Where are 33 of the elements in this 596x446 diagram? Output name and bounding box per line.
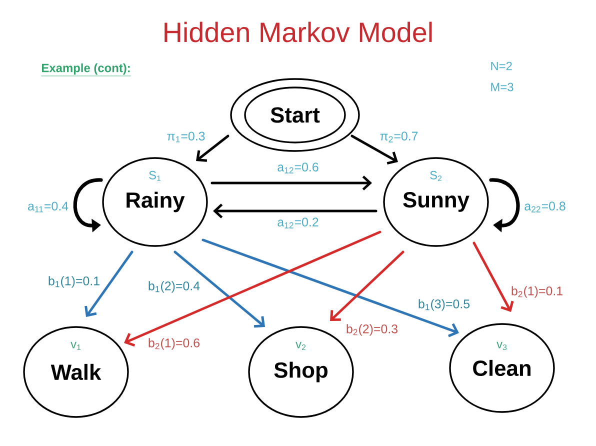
edge-label: π$_{2}$=0.7: [378, 130, 420, 144]
node-label: v$_{3}$: [496, 342, 507, 350]
self-loop-arrow: [489, 178, 520, 232]
edge-label: b$_{1}$(3)=0.5: [416, 298, 472, 312]
edge-label: b$_{1}$(2)=0.4: [146, 280, 202, 294]
edge-label: b$_{2}$(1)=0.6: [146, 337, 202, 351]
edge-label: π$_{1}$=0.3: [166, 130, 206, 144]
arrow: [202, 238, 459, 338]
edge-label: b$_{2}$(1)=0.1: [510, 285, 564, 299]
arrow: [196, 134, 230, 162]
edge-label: a$_{22}$=0.8: [523, 200, 567, 214]
arrow: [213, 204, 378, 218]
edge-label: b$_{1}$(1)=0.1: [46, 275, 102, 289]
section-heading: Example (cont):: [41, 63, 132, 76]
node-label: S$_{2}$: [430, 170, 442, 182]
arrow: [210, 176, 372, 190]
double-ellipse-node: Start: [230, 78, 360, 152]
parameter-label: N=2: [491, 62, 512, 70]
node-label: v$_{1}$: [70, 342, 81, 350]
node-label: v$_{2}$: [296, 342, 306, 350]
edge-label: b$_{2}$(2)=0.3: [344, 323, 400, 337]
arrow: [174, 250, 265, 328]
edge-label: a$_{11}$=0.4: [26, 200, 70, 214]
arrow: [330, 250, 404, 321]
arrow: [84, 250, 134, 317]
arrow: [350, 134, 398, 165]
parameter-label: M=3: [491, 82, 514, 92]
arrow: [472, 242, 514, 312]
node-label: S$_{1}$: [149, 170, 161, 182]
edge-label: a$_{12}$=0.2: [276, 216, 320, 230]
edge-label: a$_{12}$=0.6: [276, 162, 320, 174]
arrow: [124, 230, 382, 347]
title: Hidden Markov Model: [164, 22, 432, 42]
